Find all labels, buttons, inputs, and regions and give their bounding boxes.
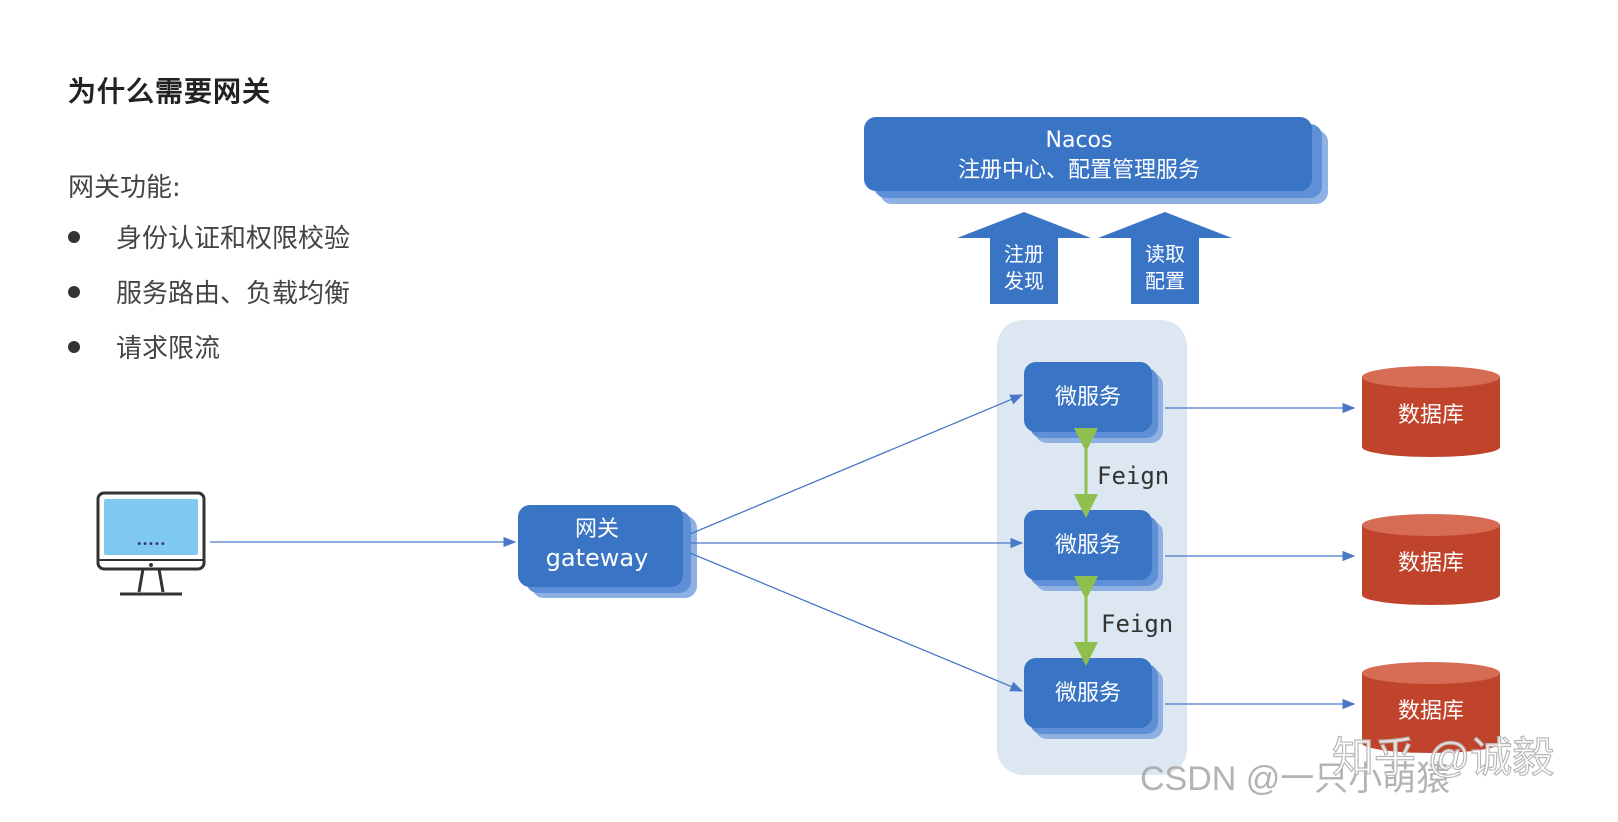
register-discovery-arrow: 注册 发现 bbox=[957, 212, 1091, 304]
database-cylinder: 数据库 bbox=[1362, 662, 1500, 753]
microservice-label: 微服务 bbox=[1055, 385, 1121, 410]
feature-item-routing: 服务路由、负载均衡 bbox=[68, 273, 350, 310]
gateway-service-link bbox=[689, 552, 1024, 692]
gateway-box: 网关 gateway bbox=[518, 505, 697, 598]
microservice-box: 微服务 bbox=[1024, 362, 1163, 443]
page-title: 为什么需要网关 bbox=[68, 75, 272, 108]
database-cylinder: 数据库 bbox=[1362, 366, 1500, 457]
database-cylinder: 数据库 bbox=[1362, 514, 1500, 605]
database-label: 数据库 bbox=[1398, 403, 1464, 428]
feign-label: Feign bbox=[1097, 462, 1169, 490]
nacos-title: Nacos bbox=[1046, 128, 1113, 153]
feature-item-ratelimit: 请求限流 bbox=[68, 328, 220, 365]
microservice-label: 微服务 bbox=[1055, 533, 1121, 558]
bullet-icon bbox=[68, 285, 80, 298]
nacos-subtitle: 注册中心、配置管理服务 bbox=[958, 158, 1200, 183]
zhihu-watermark: 知乎 @诚毅 bbox=[1332, 734, 1554, 781]
feature-item-auth: 身份认证和权限校验 bbox=[68, 218, 350, 255]
microservice-box: 微服务 bbox=[1024, 510, 1163, 591]
database-label: 数据库 bbox=[1398, 699, 1464, 724]
features-heading: 网关功能: bbox=[68, 173, 181, 203]
feature-text: 请求限流 bbox=[116, 334, 221, 364]
arrow-label-top: 注册 bbox=[1004, 242, 1044, 266]
bullet-icon bbox=[68, 340, 80, 353]
bullet-icon bbox=[68, 230, 80, 243]
csdn-watermark: CSDN @一只小萌猿 bbox=[1140, 760, 1450, 798]
read-config-arrow: 读取 配置 bbox=[1098, 212, 1232, 304]
svg-text:•••••: ••••• bbox=[136, 539, 166, 550]
computer-monitor-icon: ••••• bbox=[96, 491, 206, 596]
database-label: 数据库 bbox=[1398, 551, 1464, 576]
feature-text: 服务路由、负载均衡 bbox=[116, 279, 351, 309]
feign-label: Feign bbox=[1101, 610, 1173, 638]
arrow-label-bottom: 发现 bbox=[1004, 269, 1044, 293]
gateway-title: 网关 bbox=[575, 517, 619, 542]
arrow-label-bottom: 配置 bbox=[1145, 269, 1185, 293]
microservice-label: 微服务 bbox=[1055, 681, 1121, 706]
gateway-subtitle: gateway bbox=[546, 544, 649, 572]
nacos-box: Nacos 注册中心、配置管理服务 bbox=[864, 117, 1328, 204]
microservice-box: 微服务 bbox=[1024, 658, 1163, 739]
arrow-label-top: 读取 bbox=[1145, 242, 1185, 266]
feature-text: 身份认证和权限校验 bbox=[116, 224, 351, 254]
gateway-service-link bbox=[689, 394, 1024, 535]
